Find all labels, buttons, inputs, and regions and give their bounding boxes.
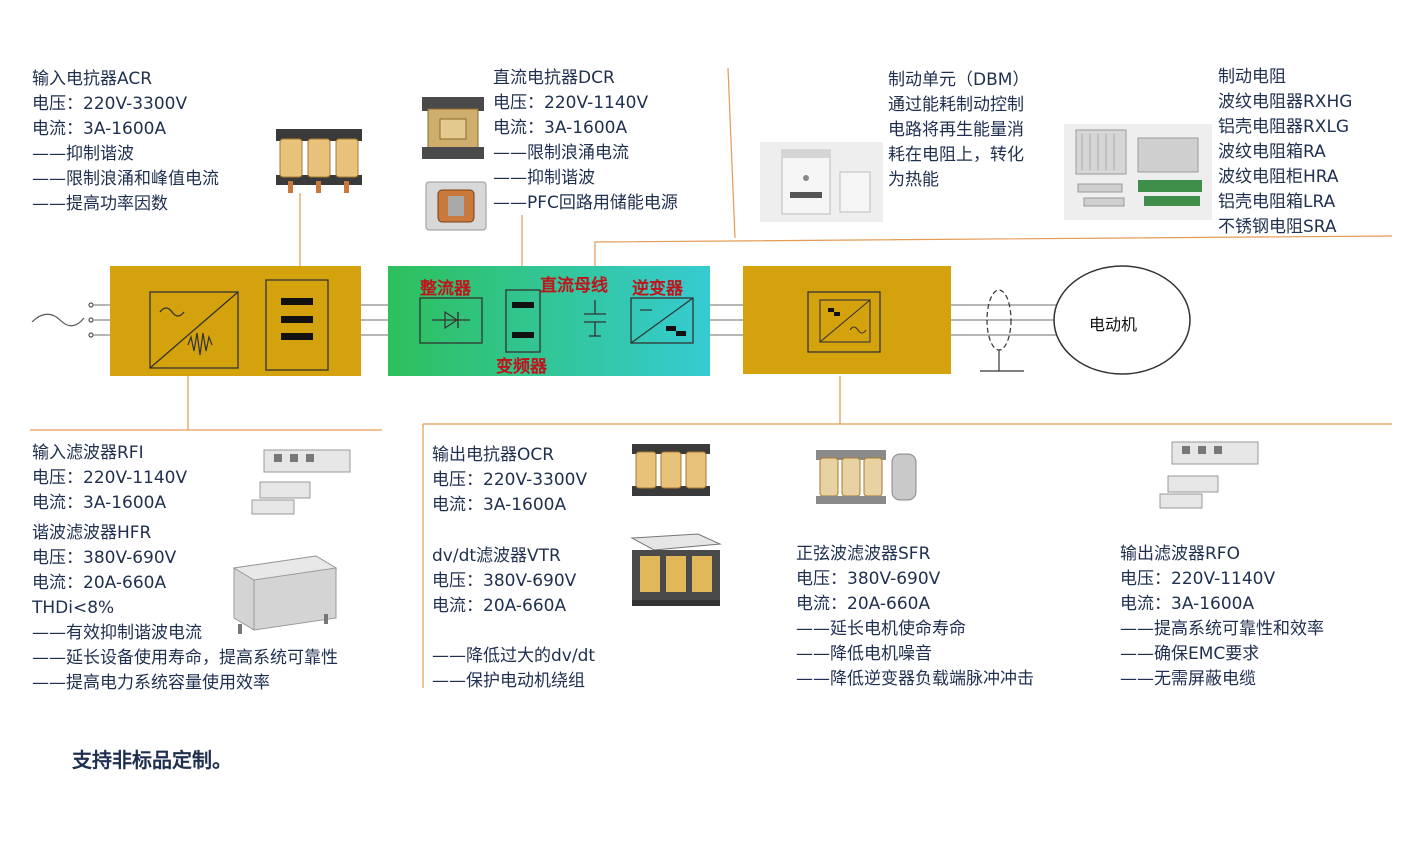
sfr-line: ——延长电机使命寿命 [796, 619, 966, 639]
hfr-line: 电流：20A-660A [32, 573, 167, 593]
resistor-line: 铝壳电阻箱LRA [1218, 192, 1336, 212]
dcr-line: ——限制浪涌电流 [493, 143, 629, 163]
rfo-title: 输出滤波器RFO [1120, 544, 1240, 564]
hfr-line: THDi<8% [32, 598, 115, 618]
vtr-line: ——降低过大的dv/dt [432, 646, 596, 666]
rfi-line: 电压：220V-1140V [32, 468, 188, 488]
connector-lines [30, 67, 1393, 688]
rfo-line: 电流：3A-1600A [1120, 594, 1255, 614]
rfo-line: ——确保EMC要求 [1120, 644, 1260, 664]
hfr-line: 电压：380V-690V [32, 548, 177, 568]
dbm-text: 制动单元（DBM） 通过能耗制动控制 电路将再生能量消 耗在电阻上，转化 为热能 [888, 68, 1029, 193]
hfr-line: ——延长设备使用寿命，提高系统可靠性 [32, 648, 338, 668]
dcr-line: ——PFC回路用储能电源 [493, 193, 678, 213]
motor-label: 电动机 [1089, 315, 1137, 334]
dbm-line: 通过能耗制动控制 [888, 95, 1024, 115]
dcr-line: ——抑制谐波 [493, 168, 595, 188]
vtr-line [432, 619, 595, 644]
input-filter-symbol [149, 291, 239, 369]
rfi-product-image [251, 449, 351, 515]
dc-bus-label: 直流母线 [540, 276, 608, 296]
resistor-line: 波纹电阻柜HRA [1218, 167, 1339, 187]
hfr-title: 谐波滤波器HFR [32, 523, 152, 543]
motor-symbol [1053, 265, 1191, 375]
sfr-line: ——降低电机噪音 [796, 644, 932, 664]
rfo-text: 输出滤波器RFO 电压：220V-1140V 电流：3A-1600A ——提高系… [1120, 542, 1324, 692]
acr-line: ——抑制谐波 [32, 144, 134, 164]
vtr-line: 电压：380V-690V [432, 571, 577, 591]
rectifier-label: 整流器 [420, 279, 471, 299]
ocr-product-image [632, 444, 710, 496]
sfr-product-image [816, 450, 917, 504]
dcr-line: 电压：220V-1140V [493, 93, 649, 113]
hfr-line: ——有效抑制谐波电流 [32, 623, 202, 643]
dc-choke-symbol [505, 289, 541, 353]
dcr-product-image [422, 97, 484, 159]
acr-line: ——限制浪涌和峰值电流 [32, 169, 219, 189]
pfc-reactor-image [425, 181, 487, 231]
hfr-product-image [232, 555, 338, 634]
ocr-title: 输出电抗器OCR [432, 445, 555, 465]
resistor-title: 制动电阻 [1218, 67, 1286, 87]
vtr-product-image [630, 533, 722, 606]
resistor-line: 波纹电阻器RXHG [1218, 92, 1353, 112]
rfo-line: 电压：220V-1140V [1120, 569, 1276, 589]
resistor-line: 铝壳电阻器RXLG [1218, 117, 1350, 137]
acr-title: 输入电抗器ACR [32, 69, 153, 89]
output-filter-symbol [807, 291, 881, 353]
sfr-text: 正弦波滤波器SFR 电压：380V-690V 电流：20A-660A ——延长电… [796, 542, 1034, 692]
dbm-line: 耗在电阻上，转化 [888, 145, 1024, 165]
acr-line: ——提高功率因数 [32, 194, 168, 214]
rfo-product-image [1159, 441, 1259, 509]
rfi-text: 输入滤波器RFI 电压：220V-1140V 电流：3A-1600A [32, 441, 187, 516]
sfr-title: 正弦波滤波器SFR [796, 544, 931, 564]
shielded-cable-symbol [980, 289, 1024, 372]
rfi-line: 电流：3A-1600A [32, 493, 167, 513]
dcr-line: 电流：3A-1600A [493, 118, 628, 138]
dbm-product-image [760, 142, 883, 222]
vtr-title: dv/dt滤波器VTR [432, 546, 561, 566]
dbm-line: 电路将再生能量消 [888, 120, 1024, 140]
acr-line: 电压：220V-3300V [32, 94, 188, 114]
resistor-text: 制动电阻 波纹电阻器RXHG 铝壳电阻器RXLG 波纹电阻箱RA 波纹电阻柜HR… [1218, 65, 1352, 240]
rfo-line: ——提高系统可靠性和效率 [1120, 619, 1324, 639]
inverter-label: 逆变器 [632, 279, 683, 299]
vtr-line: ——保护电动机绕组 [432, 671, 585, 691]
ac-source-symbol [31, 302, 94, 338]
ocr-line: 电流：3A-1600A [432, 495, 567, 515]
vfd-label: 变频器 [496, 357, 547, 377]
dc-bus-capacitor-symbol [584, 300, 606, 337]
rectifier-symbol [419, 297, 483, 344]
custom-note: 支持非标品定制。 [72, 748, 232, 772]
dbm-line: 为热能 [888, 170, 939, 190]
dbm-title: 制动单元（DBM） [888, 70, 1030, 90]
input-reactor-symbol [265, 279, 329, 371]
acr-line: 电流：3A-1600A [32, 119, 167, 139]
rfi-title: 输入滤波器RFI [32, 443, 144, 463]
inverter-symbol [630, 297, 694, 344]
acr-text: 输入电抗器ACR 电压：220V-3300V 电流：3A-1600A ——抑制谐… [32, 67, 219, 217]
acr-product-image [276, 129, 362, 193]
braking-resistor-image [1064, 124, 1212, 220]
hfr-line: ——提高电力系统容量使用效率 [32, 673, 270, 693]
resistor-line: 不锈钢电阻SRA [1218, 217, 1337, 237]
sfr-line: 电流：20A-660A [796, 594, 931, 614]
sfr-line: 电压：380V-690V [796, 569, 941, 589]
sfr-line: ——降低逆变器负载端脉冲冲击 [796, 669, 1034, 689]
hfr-text: 谐波滤波器HFR 电压：380V-690V 电流：20A-660A THDi<8… [32, 521, 338, 696]
vtr-text: dv/dt滤波器VTR 电压：380V-690V 电流：20A-660A ——降… [432, 544, 595, 694]
ocr-text: 输出电抗器OCR 电压：220V-3300V 电流：3A-1600A [432, 443, 587, 518]
vfd-block [388, 266, 710, 376]
ocr-line: 电压：220V-3300V [432, 470, 588, 490]
resistor-line: 波纹电阻箱RA [1218, 142, 1326, 162]
rfo-line: ——无需屏蔽电缆 [1120, 669, 1256, 689]
dcr-title: 直流电抗器DCR [493, 68, 615, 88]
vtr-line: 电流：20A-660A [432, 596, 567, 616]
dcr-text: 直流电抗器DCR 电压：220V-1140V 电流：3A-1600A ——限制浪… [493, 66, 678, 216]
